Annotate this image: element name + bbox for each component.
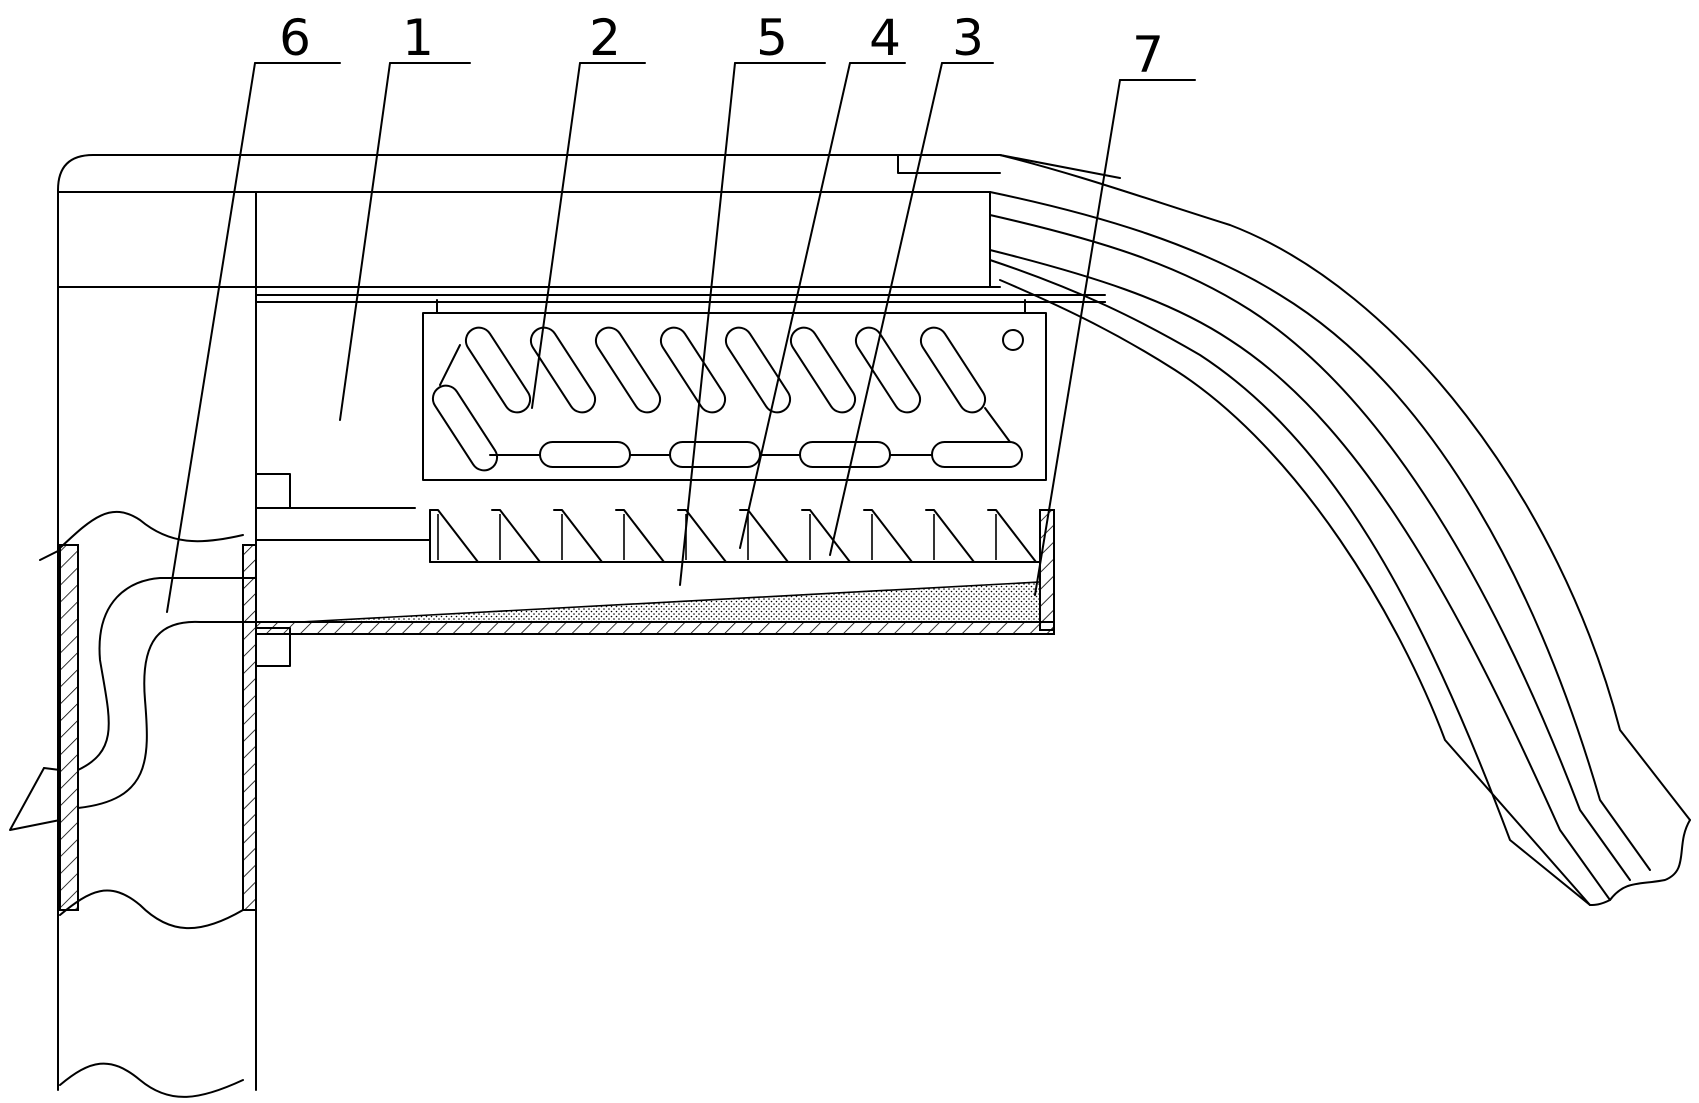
- callout-label-1: 1: [402, 9, 434, 67]
- curved-duct: [989, 154, 1691, 906]
- inlet-tube: [77, 577, 257, 809]
- housing-frame: [57, 154, 1121, 1091]
- sawtooth-plate: [429, 509, 1041, 563]
- callout-label-2: 2: [589, 9, 621, 67]
- filter-plate: [422, 299, 1047, 481]
- callout-label-7: 7: [1132, 26, 1164, 84]
- callout-label-6: 6: [279, 9, 311, 67]
- callout-label-3: 3: [952, 9, 984, 67]
- left-pipe: [9, 510, 257, 1098]
- callout-label-5: 5: [756, 9, 788, 67]
- leader-lines: [166, 62, 1196, 613]
- slanted-slots: [431, 326, 987, 472]
- wall-brackets: [255, 473, 431, 667]
- callout-label-4: 4: [869, 9, 901, 67]
